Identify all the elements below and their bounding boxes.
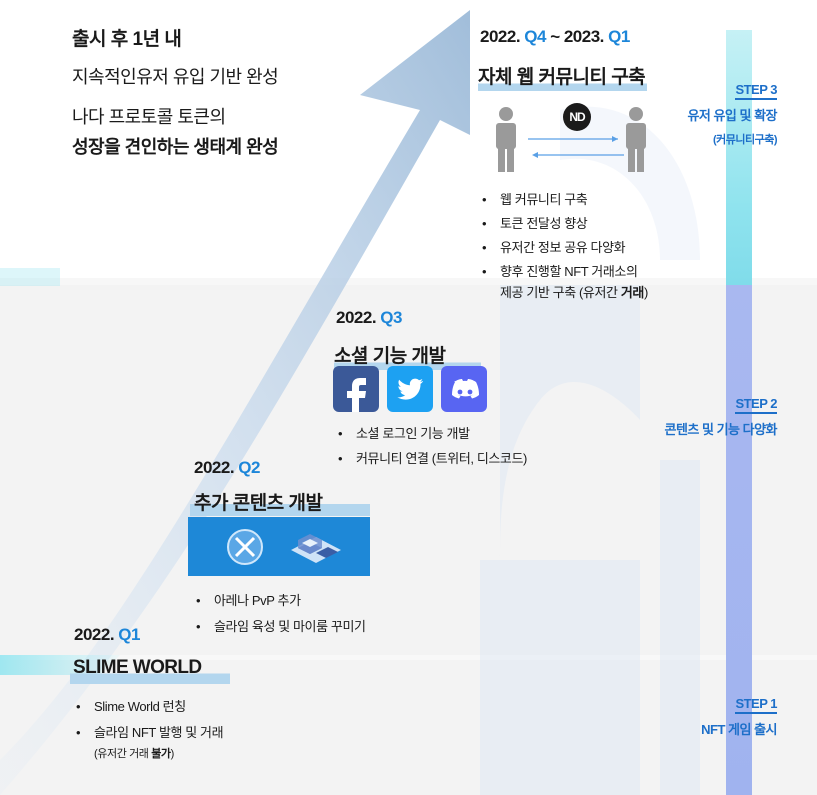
q4-title: 자체 웹 커뮤니티 구축	[478, 67, 648, 91]
list-item-emphasis: 거래	[620, 284, 645, 300]
band-separator	[0, 278, 817, 285]
list-item-emphasis: 불가	[151, 748, 171, 761]
q3-title-wrap: 소셜 기능 개발	[334, 341, 482, 370]
q1-year: 2022.	[74, 625, 115, 644]
step-2-title: 콘텐츠 및 기능 다양화	[664, 422, 778, 437]
list-item: 소셜 로그인 기능 개발	[334, 424, 594, 444]
step-3-title: 유저 유입 및 확장	[687, 108, 777, 123]
list-item: 아레나 PvP 추가	[192, 591, 452, 611]
list-item: 향후 진행할 NFT 거래소의 제공 기반 구축 (유저간 거래)	[478, 262, 708, 302]
q3-bullet-list: 소셜 로그인 기능 개발 커뮤니티 연결 (트위터, 디스코드)	[334, 424, 594, 469]
q3-title: 소셜 기능 개발	[334, 346, 482, 370]
discord-icon	[441, 366, 487, 412]
person-icon	[626, 107, 646, 172]
step-progress-bar-lower	[726, 285, 752, 795]
list-item-text: 향후 진행할 NFT 거래소의	[500, 264, 638, 280]
q2-quarter: Q2	[238, 458, 260, 477]
q4-title-wrap: 자체 웹 커뮤니티 구축	[478, 62, 648, 91]
goal-line-3: 성장을 견인하는 생태계 완성	[72, 137, 279, 157]
goal-line-1: 지속적인유저 유입 기반 완성	[72, 67, 279, 87]
list-item: 슬라임 육성 및 마이룸 꾸미기	[192, 617, 452, 637]
step-progress-bar-upper	[726, 30, 752, 285]
q4-bullet-list: 웹 커뮤니티 구축 토큰 전달성 향상 유저간 정보 공유 다양화 향후 진행할…	[478, 190, 708, 303]
step-1: STEP 1 NFT 게임 출시	[701, 696, 777, 738]
step-3-subtitle: (커뮤니티구축)	[712, 134, 778, 146]
q2-period: 2022. Q2	[194, 458, 260, 478]
step-2: STEP 2 콘텐츠 및 기능 다양화	[664, 396, 778, 438]
goal-title: 출시 후 1년 내	[72, 29, 182, 50]
list-item: 커뮤니티 연결 (트위터, 디스코드)	[334, 449, 594, 469]
q4-separator: ~ 2023.	[545, 27, 604, 46]
step-3: STEP 3 유저 유입 및 확장 (커뮤니티구축)	[687, 82, 777, 147]
q1-title-underline	[70, 656, 230, 684]
community-diagram	[496, 107, 646, 172]
q1-bullet-list: Slime World 런칭 슬라임 NFT 발행 및 거래 (유저간 거래 불…	[72, 697, 312, 763]
goal-line-2: 나다 프로토콜 토큰의	[72, 107, 226, 127]
q2-bullet-list: 아레나 PvP 추가 슬라임 육성 및 마이룸 꾸미기	[192, 591, 452, 637]
list-item-text: 슬라임 NFT 발행 및 거래	[94, 725, 224, 741]
q2-title-underline	[190, 486, 370, 516]
q4-quarter: Q4	[524, 27, 546, 46]
q3-year: 2022.	[336, 308, 377, 327]
q2-content-banner	[188, 517, 370, 576]
nada-logo-text: ND	[569, 110, 585, 124]
q2-year: 2022.	[194, 458, 235, 477]
list-item: 유저간 정보 공유 다양화	[478, 238, 708, 258]
step-2-label: STEP 2	[735, 396, 777, 414]
q2-title: 추가 콘텐츠 개발	[194, 493, 323, 514]
list-item: 토큰 전달성 향상	[478, 214, 708, 234]
isometric-house-icon	[291, 534, 341, 563]
list-item-note: )	[170, 748, 175, 761]
band-separator	[0, 655, 817, 660]
q1-period: 2022. Q1	[74, 625, 140, 645]
list-item: Slime World 런칭	[72, 697, 312, 717]
list-item-text: )	[643, 284, 648, 300]
list-item: 웹 커뮤니티 구축	[478, 190, 708, 210]
goal-block: 출시 후 1년 내 지속적인유저 유입 기반 완성 나다 프로토콜 토큰의 성장…	[72, 24, 279, 159]
nada-logo-icon: ND	[563, 103, 591, 131]
list-item-note: (유저간 거래	[94, 748, 152, 761]
q4-period: 2022. Q4 ~ 2023. Q1	[480, 27, 630, 47]
q3-quarter: Q3	[380, 308, 402, 327]
crossed-swords-icon	[227, 529, 263, 565]
q4-year: 2022.	[480, 27, 521, 46]
list-item: 슬라임 NFT 발행 및 거래 (유저간 거래 불가)	[72, 723, 312, 763]
q4-quarter-end: Q1	[608, 27, 630, 46]
step-3-label: STEP 3	[735, 82, 777, 100]
facebook-icon	[333, 366, 379, 412]
q1-title: SLIME WORLD	[73, 657, 202, 678]
q3-period: 2022. Q3	[336, 308, 402, 328]
step-1-title: NFT 게임 출시	[701, 722, 777, 737]
list-item-text: 제공 기반 구축 (유저간	[500, 284, 621, 300]
twitter-icon	[387, 366, 433, 412]
person-icon	[496, 107, 516, 172]
q1-quarter: Q1	[118, 625, 140, 644]
step-1-label: STEP 1	[735, 696, 777, 714]
